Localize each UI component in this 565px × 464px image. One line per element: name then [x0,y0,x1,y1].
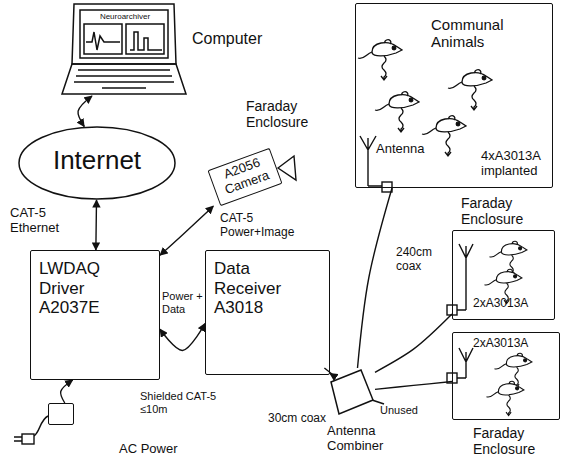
enclosure-box: 2xA3013AFaraday Enclosure [452,332,560,420]
antenna-symbol [452,244,473,310]
camera-lens [278,156,296,180]
note-label: Faraday Enclosure [246,98,326,130]
mouse [448,70,492,110]
cable-connector [324,368,335,377]
node-label: AC Power [119,442,181,457]
power-supply-box: AC Power [48,403,74,425]
receiver-box: Data Receiver A3018 [205,250,330,375]
node-label: Data Receiver A3018 [214,259,299,318]
node-label: Communal Animals [431,16,541,51]
cable-label: CAT-5 Power+Image [220,212,298,240]
cable-label: Power + Data [162,290,206,315]
plug-prongs [14,437,22,441]
laptop-screen [80,10,168,58]
mouse [495,353,532,387]
power-plug [22,434,34,444]
signal-trace [86,32,120,50]
node-label: Internet [18,146,176,176]
power-cord [34,416,48,436]
cable-connector [78,96,92,126]
laptop-lid [72,4,176,64]
laptop-base [62,64,186,94]
note-label: Shielded CAT-5 ≤10m [140,390,224,415]
node-outline [323,368,375,416]
node-label: Antenna Combiner [327,424,407,454]
cable-label: 240cm coax [396,246,446,274]
node-label: 2xA3013A [473,337,553,351]
node-label: Computer [192,30,276,48]
node-label: Faraday Enclosure [461,195,556,227]
camera-box: A2056 Camera [207,148,282,206]
cable-connector [375,382,452,390]
mouse [358,40,402,80]
cable-connector [375,314,452,372]
enclosure-box: Faraday Enclosure2xA3013A [452,230,555,320]
cable-connector [160,324,205,351]
driver-box: LWDAQ Driver A2037E [30,250,160,380]
screen-panel [126,24,164,54]
mouse [375,92,419,132]
mouse [487,381,524,415]
note-label: Unused [380,404,430,417]
network-cloud: Internet [18,126,176,200]
node-label: Faraday Enclosure [473,425,558,457]
enclosure-box: Communal AnimalsAntenna 4xA3013A implante… [355,3,553,188]
illustration-strokes [14,40,532,444]
cable-label: 30cm coax [268,412,338,426]
keyboard-lines [74,70,174,88]
mouse [422,116,466,156]
node-label: Neuroarchiver [84,12,166,21]
screen-panel [84,24,122,54]
node-label: A2056 Camera [213,152,276,199]
combiner-outline [331,370,373,414]
spectrum-trace [130,32,162,50]
cable-connector [160,206,213,255]
node-label: Antenna [376,142,436,157]
cable-label: CAT-5 Ethernet [10,206,80,236]
connector-square [382,182,392,192]
ellipse-outline [19,127,175,199]
cable-connector [61,380,73,403]
node-label: LWDAQ Driver A2037E [39,259,119,318]
combiner-box: Antenna Combiner [323,368,375,416]
unused-port-stub [372,400,384,404]
cable-connector [357,188,392,368]
cable-connector [95,200,97,250]
node-label: 2xA3013A [473,297,553,311]
node-label: 4xA3013A implanted [481,149,553,179]
laptop-computer: NeuroarchiverComputer [62,2,187,96]
